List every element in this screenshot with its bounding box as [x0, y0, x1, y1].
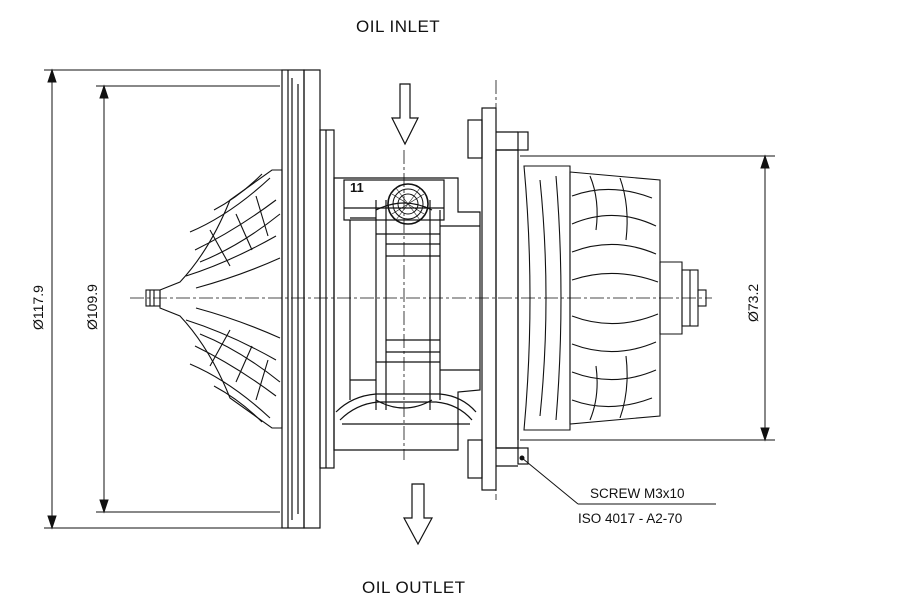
turbine-wheel [523, 165, 707, 431]
centerlines [130, 80, 712, 500]
compressor-wheel [145, 169, 283, 429]
oil-inlet-label: OIL INLET [356, 17, 441, 36]
oil-outlet-label: OIL OUTLET [362, 578, 466, 597]
part-number-label: 11 [350, 180, 364, 195]
turbine-flange [467, 107, 529, 491]
compressor-backplate [281, 69, 335, 529]
dimension-turbine [520, 154, 775, 442]
oil-port-detail [387, 183, 429, 225]
dimension-outer [44, 68, 300, 530]
oil-inlet-arrow [391, 83, 419, 146]
screw-leader [519, 455, 716, 505]
screw-spec-line2: ISO 4017 - A2-70 [578, 511, 683, 526]
oil-outlet-arrow [402, 483, 434, 546]
screw-spec-line1: SCREW M3x10 [590, 486, 685, 501]
inner-diameter-label: Ø109.9 [84, 284, 100, 330]
dimension-inner [96, 84, 280, 514]
turbine-diameter-label: Ø73.2 [745, 283, 761, 322]
outer-diameter-label: Ø117.9 [30, 285, 46, 330]
